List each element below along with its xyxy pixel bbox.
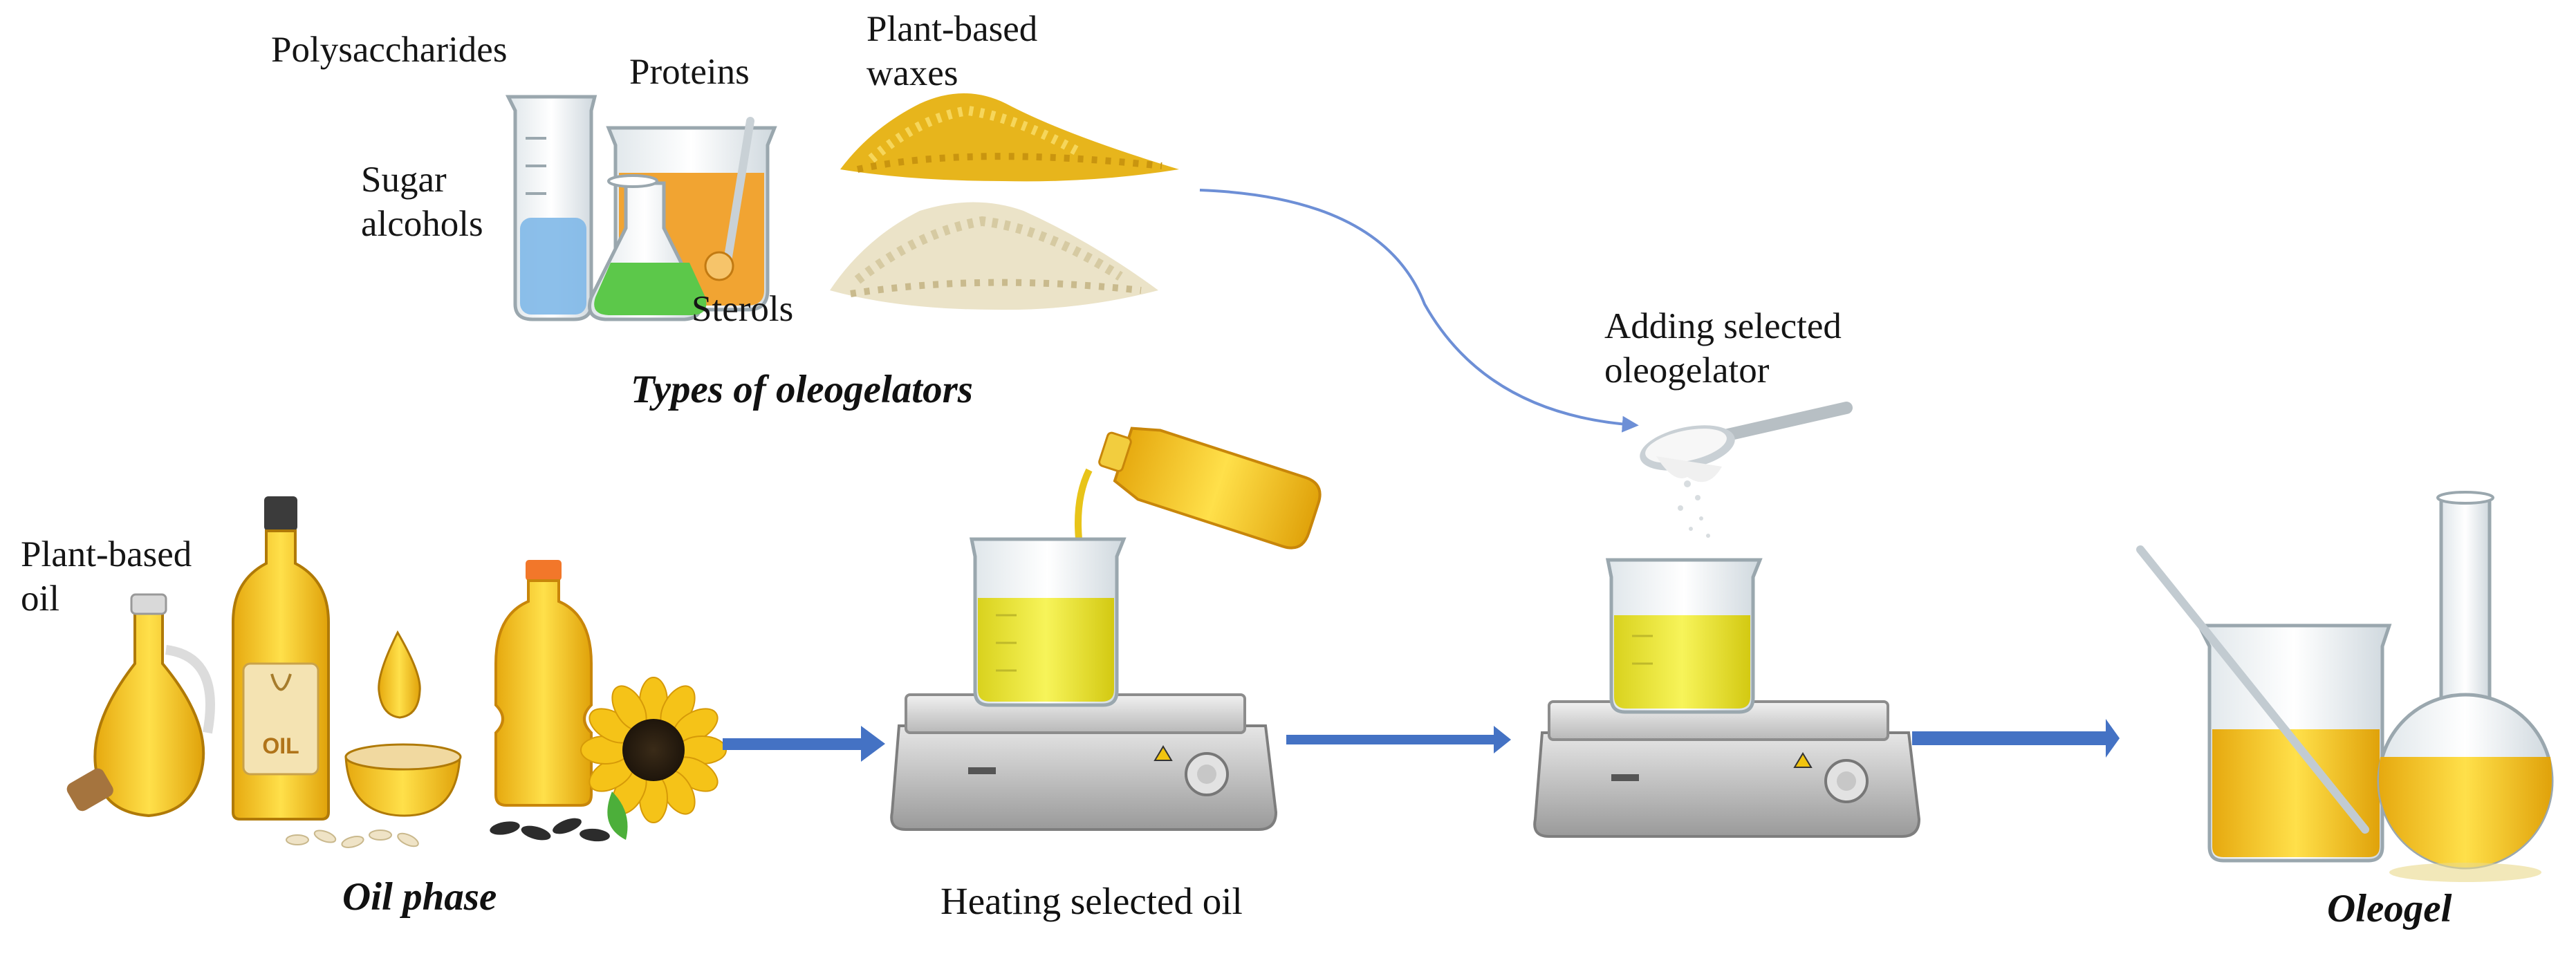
process-arrow-1 xyxy=(723,726,885,762)
spoon-powder-icon xyxy=(1640,402,1853,538)
caption-oil-phase: Oil phase xyxy=(342,875,497,919)
label-adding-oleogelator: Adding selected oleogelator xyxy=(1604,306,1842,391)
process-arrow-2 xyxy=(1286,726,1511,753)
label-plant-based-oil: Plant-based oil xyxy=(21,534,192,619)
hot-plate-mixing-icon xyxy=(1533,558,1921,838)
oleogel-glassware-icon xyxy=(2136,491,2554,882)
label-polysaccharides: Polysaccharides xyxy=(271,30,508,70)
hot-plate-heating-icon xyxy=(890,427,1322,831)
white-wax-pile-icon xyxy=(830,202,1158,310)
label-sugar-alcohols: Sugar alcohols xyxy=(361,160,483,244)
yellow-wax-pile-icon xyxy=(840,93,1179,182)
lab-glassware-icon xyxy=(505,95,777,321)
label-proteins: Proteins xyxy=(629,52,750,92)
caption-types-of-oleogelators: Types of oleogelators xyxy=(631,368,973,411)
caption-oleogel: Oleogel xyxy=(2327,887,2452,930)
oil-phase-icon: OIL xyxy=(66,496,727,848)
process-arrow-3 xyxy=(1912,719,2120,758)
caption-heating-selected-oil: Heating selected oil xyxy=(940,880,1243,922)
oil-bottle-label: OIL xyxy=(262,733,299,758)
label-sterols: Sterols xyxy=(692,289,794,329)
curved-connector-arrow xyxy=(1199,189,1639,433)
label-plant-based-waxes: Plant-based waxes xyxy=(867,9,1038,93)
